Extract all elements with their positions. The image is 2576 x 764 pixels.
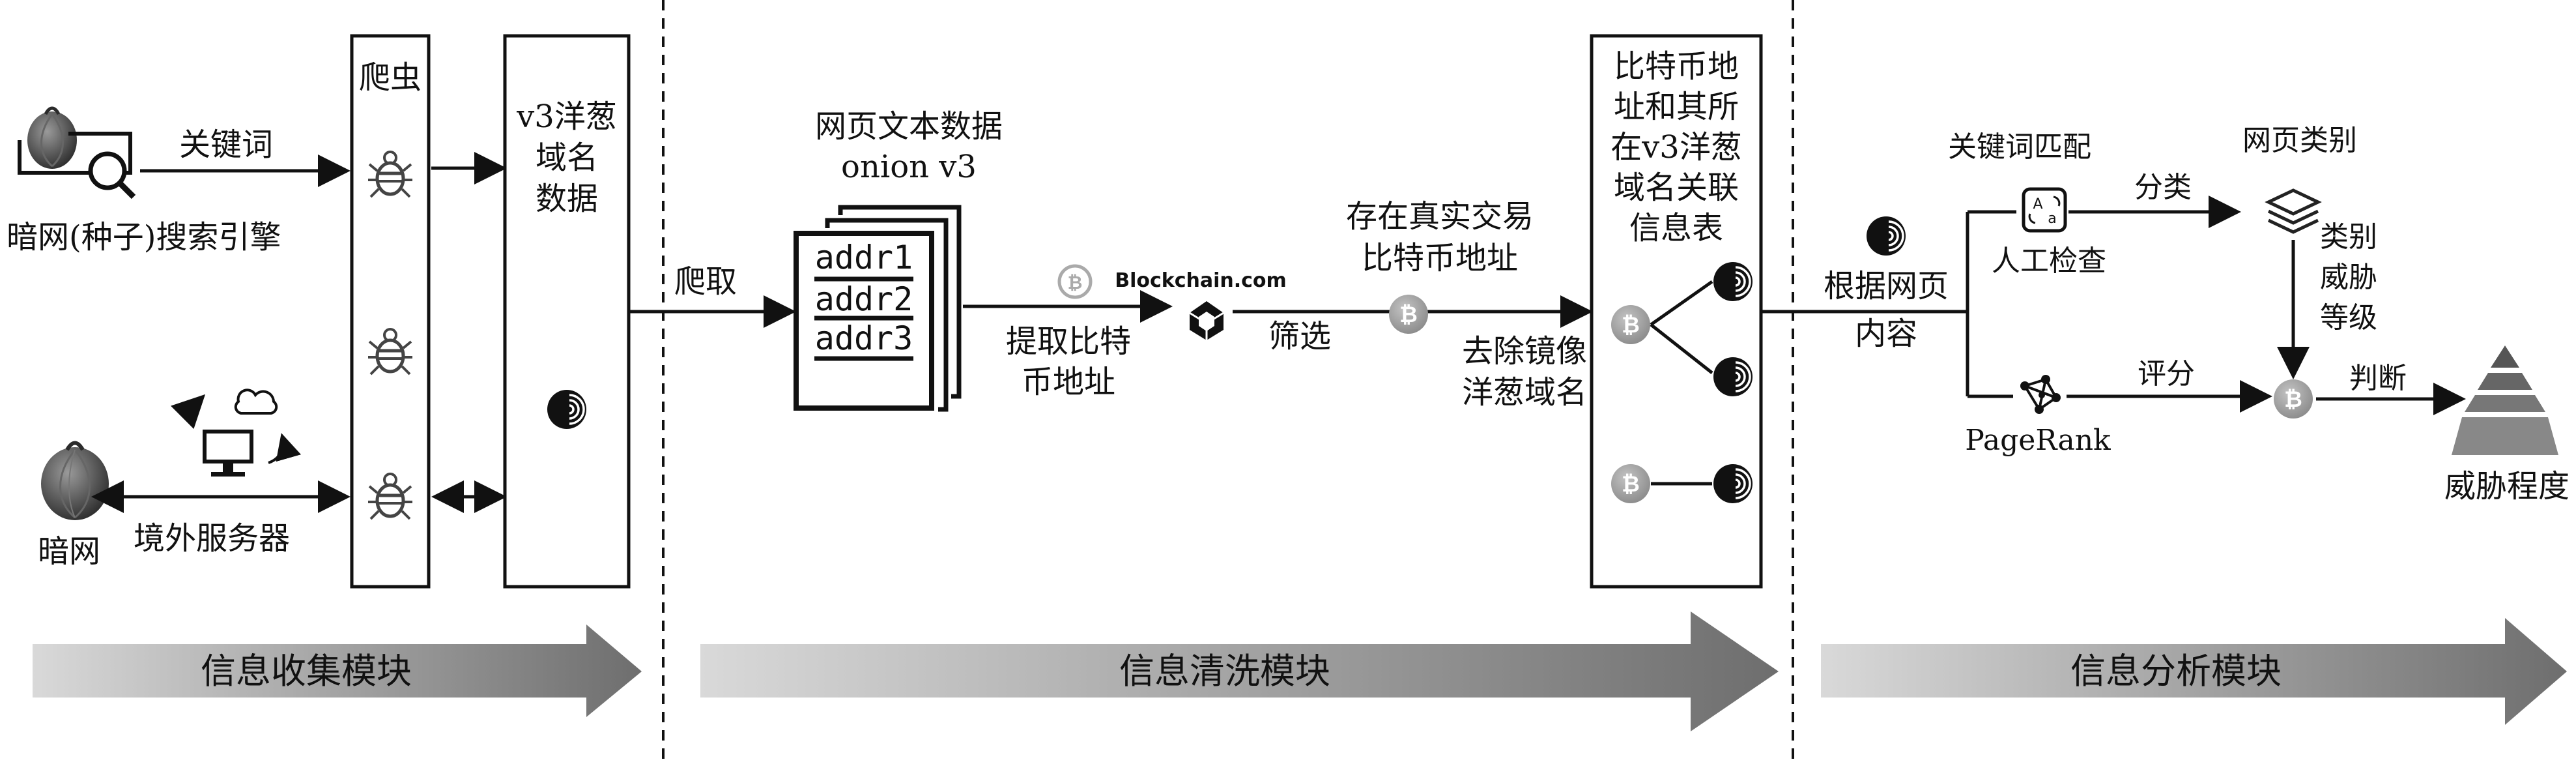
search-engine-label: 暗网(种子)搜索引擎	[7, 219, 281, 256]
tor-onion-icon	[41, 441, 109, 520]
tor-browser-icon	[1712, 261, 1754, 302]
keyword-match-label: 关键词匹配	[1948, 130, 2091, 164]
v3-domain-line-2: 域名	[536, 140, 598, 176]
pagerank-label: PageRank	[1965, 424, 2111, 457]
module-label: 信息收集模块	[201, 651, 412, 692]
search-frame	[18, 132, 132, 175]
score-label: 评分	[2138, 357, 2195, 390]
bitcoin-icon: ₿	[1057, 264, 1093, 299]
table-line-3: 在v3洋葱	[1610, 129, 1742, 166]
svg-text:a: a	[2048, 211, 2056, 227]
search-engine-icon-group	[27, 106, 77, 169]
module-banner-analysis: 信息分析模块	[1821, 618, 2567, 725]
darknet-label: 暗网	[38, 533, 100, 570]
judge-label: 判断	[2349, 362, 2407, 395]
mirror-line-2: 洋葱域名	[1462, 374, 1587, 411]
real-tx-line-2: 比特币地址	[1362, 240, 1518, 276]
crawl-label: 爬取	[674, 263, 737, 300]
server-computer-icon	[171, 389, 301, 477]
pyramid-icon	[2452, 345, 2558, 455]
category-threat-line-1: 类别	[2320, 220, 2377, 254]
table-line-1: 比特币地	[1614, 48, 1739, 85]
bitcoin-icon	[1611, 305, 1650, 344]
module-label: 信息分析模块	[2070, 651, 2282, 692]
crawler-title: 爬虫	[359, 59, 422, 96]
tor-browser-icon	[1712, 463, 1754, 505]
threat-degree-label: 威胁程度	[2444, 468, 2569, 505]
association-line	[1650, 280, 1713, 327]
blockchain-cube-icon	[1189, 301, 1224, 340]
tor-browser-icon	[546, 389, 588, 430]
table-line-5: 信息表	[1629, 210, 1723, 246]
v3-domain-line-3: 数据	[536, 181, 598, 217]
overseas-server-label: 境外服务器	[134, 520, 290, 557]
svg-text:₿: ₿	[1068, 272, 1083, 293]
module-banner-collection: 信息收集模块	[33, 624, 642, 717]
bitcoin-icon	[2274, 379, 2313, 419]
search-icon	[88, 151, 136, 199]
by-content-line-2: 内容	[1855, 316, 1917, 352]
extract-line-2: 币地址	[1022, 364, 1115, 400]
svg-text:A: A	[2033, 196, 2042, 213]
module-banner-cleaning: 信息清洗模块	[700, 611, 1779, 731]
manual-check-label: 人工检查	[1992, 244, 2106, 278]
tor-browser-icon	[1712, 356, 1754, 398]
translate-icon: A a	[2022, 187, 2067, 233]
page-text-line-1: 网页文本数据	[815, 108, 1003, 145]
page-text-line-2: onion v3	[841, 149, 977, 185]
category-threat-line-3: 等级	[2320, 301, 2377, 334]
category-threat-line-2: 威胁	[2320, 261, 2377, 294]
address-item: addr1	[815, 239, 913, 276]
classify-label: 分类	[2134, 171, 2192, 204]
table-line-4: 域名关联	[1614, 169, 1739, 206]
category-label: 网页类别	[2242, 124, 2357, 157]
document-stack	[794, 205, 962, 412]
tor-browser-icon	[1865, 215, 1907, 257]
module-label: 信息清洗模块	[1119, 651, 1330, 692]
mirror-line-1: 去除镜像	[1462, 333, 1587, 370]
real-tx-line-1: 存在真实交易	[1346, 198, 1534, 235]
address-item: addr2	[815, 280, 913, 318]
by-content-line-1: 根据网页	[1824, 268, 1949, 304]
bitcoin-icon	[1611, 464, 1650, 503]
layers-icon	[2265, 188, 2322, 234]
v3-domain-box	[503, 34, 631, 589]
blockchain-label: Blockchain.com	[1115, 269, 1287, 292]
filter-label: 筛选	[1268, 318, 1331, 355]
keywords-label: 关键词	[179, 126, 273, 163]
bitcoin-icon	[1389, 295, 1428, 334]
v3-domain-line-1: v3洋葱	[516, 98, 617, 135]
tor-onion-icon	[27, 106, 77, 169]
association-line	[1650, 323, 1713, 374]
network-graph-icon	[2020, 375, 2061, 414]
address-item: addr3	[815, 319, 913, 357]
table-line-2: 址和其所	[1614, 89, 1739, 125]
extract-line-1: 提取比特	[1006, 323, 1131, 360]
